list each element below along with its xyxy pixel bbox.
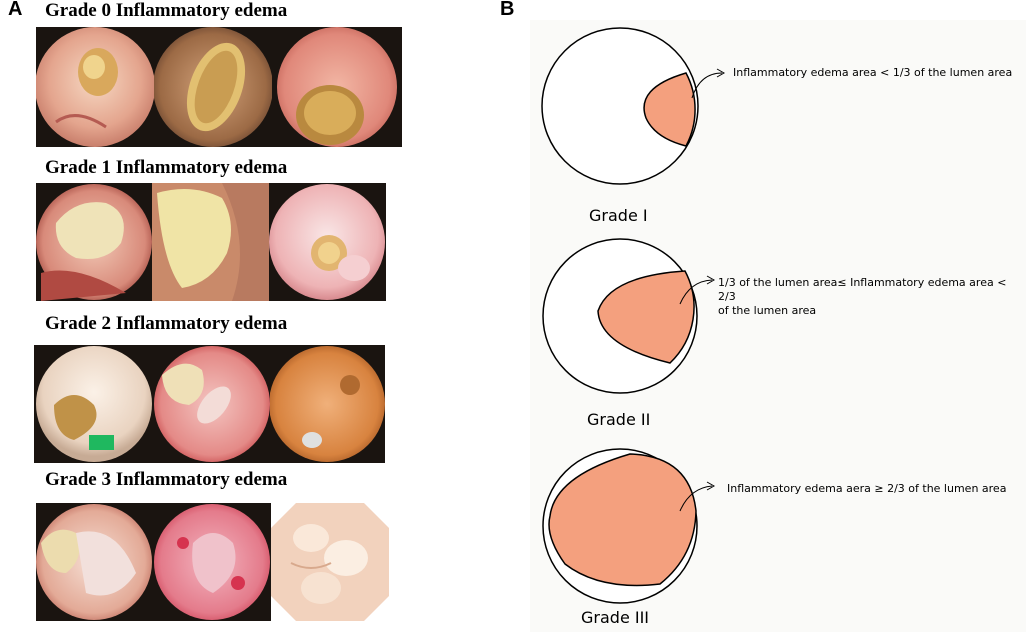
endoscopic-image-grade3-2 (153, 503, 271, 621)
endoscopic-image-grade0-1 (36, 27, 154, 147)
endoscopic-image-grade1-3 (269, 183, 386, 301)
grade-iii-annotation: Inflammatory edema aera ≥ 2/3 of the lum… (727, 482, 1007, 495)
endoscopic-image-grade3-3 (271, 503, 389, 621)
annotation-arrow (691, 72, 723, 99)
grade-ii-caption: Grade II (587, 410, 651, 429)
grade-iii-caption: Grade III (581, 608, 650, 627)
edema-area (597, 270, 695, 364)
grade-2-title: Grade 2 Inflammatory edema (45, 313, 288, 334)
grade-ii-annotation-line2: of the lumen area (718, 304, 817, 317)
endoscopic-image-grade3-1 (36, 503, 153, 621)
arrowhead-icon (716, 68, 726, 78)
arrowhead-icon (706, 275, 716, 285)
endoscopic-image-grade2-1 (34, 345, 154, 463)
grade-3-title: Grade 3 Inflammatory edema (45, 469, 288, 490)
grade-i-caption: Grade I (589, 206, 648, 225)
endoscopic-image-grade2-3 (270, 345, 385, 463)
annotation-arrow (679, 485, 713, 512)
annotation-arrow (679, 279, 713, 305)
panel-a-label: A (8, 0, 23, 20)
panel-b-label: B (500, 0, 515, 20)
grade-i-annotation: Inflammatory edema area < 1/3 of the lum… (733, 66, 1013, 79)
endoscopic-image-grade2-2 (154, 345, 270, 463)
grade-0-title: Grade 0 Inflammatory edema (45, 0, 288, 21)
grade-1-title: Grade 1 Inflammatory edema (45, 157, 288, 178)
grade-i-lumen-diagram (541, 27, 726, 185)
grade-iii-lumen-diagram (542, 448, 716, 604)
grade-ii-annotation-line1: 1/3 of the lumen area≤ Inflammatory edem… (718, 276, 1007, 303)
endoscopic-image-grade1-1 (36, 183, 152, 301)
grade-ii-lumen-diagram (542, 238, 716, 394)
endoscopic-image-grade0-3 (272, 27, 402, 147)
endoscopic-image-grade1-2 (152, 183, 269, 301)
lumen-circle (541, 27, 699, 185)
arrowhead-icon (706, 481, 716, 491)
edema-area (643, 72, 696, 147)
grade-ii-annotation: 1/3 of the lumen area≤ Inflammatory edem… (718, 276, 1026, 318)
endoscopic-image-grade0-2 (154, 27, 272, 147)
